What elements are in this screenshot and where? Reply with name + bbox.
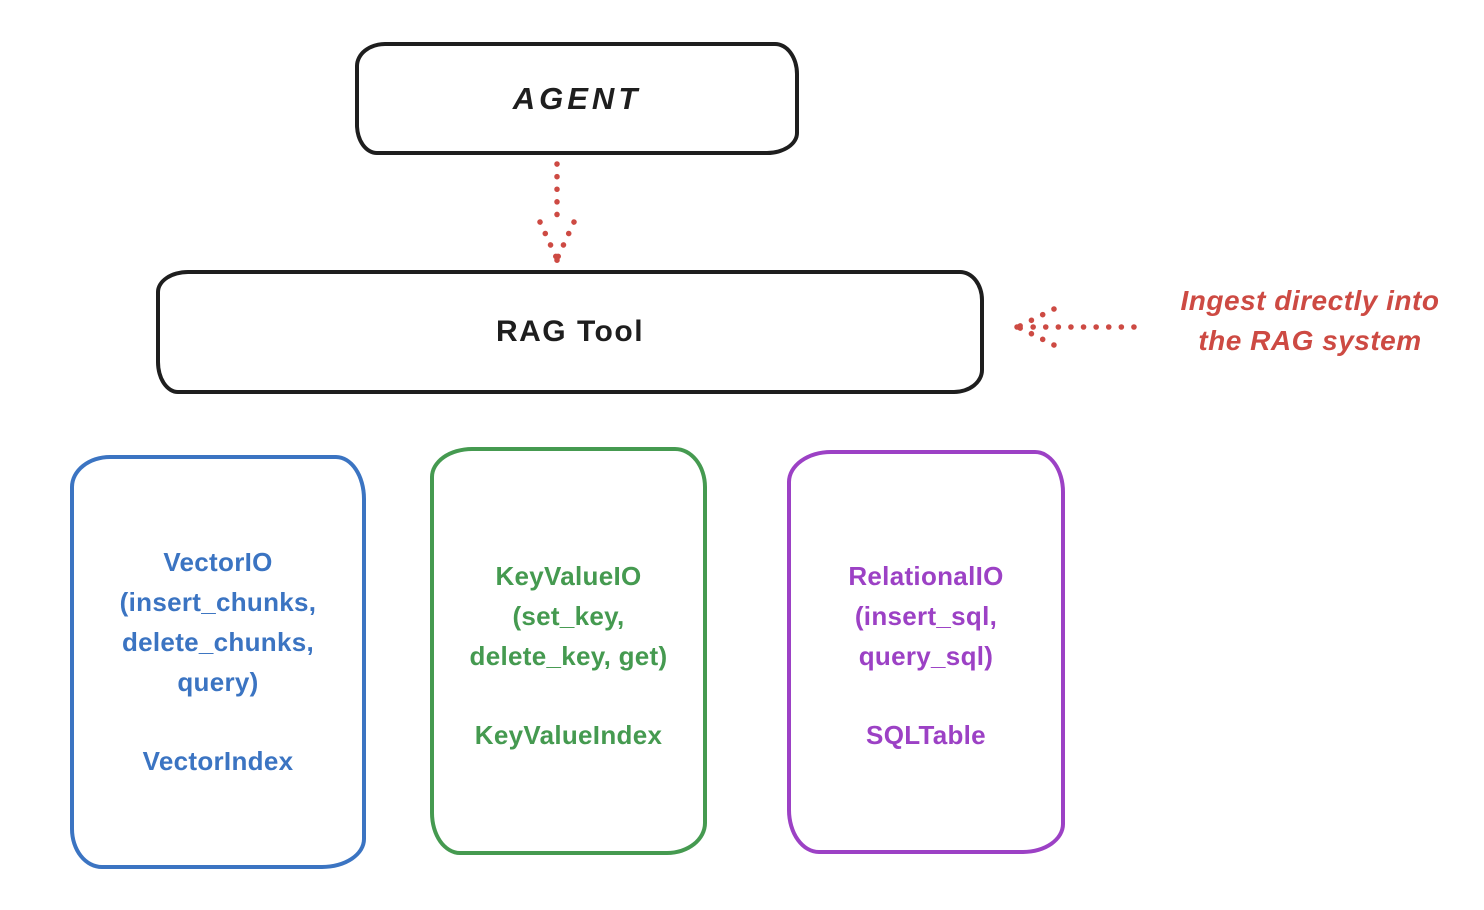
agent-to-rag-arrow-icon [537,161,577,263]
spacer [434,676,703,715]
relational-io-methods-line1: (insert_sql, [854,601,998,631]
spacer [74,702,362,741]
spacer [791,676,1061,715]
ingest-annotation: Ingest directly into the RAG system [1138,281,1482,361]
keyvalue-io-methods-line1: (set_key, [512,601,625,631]
keyvalue-io-title: KeyValueIO [495,561,642,591]
vector-io-methods-line3: query) [177,667,259,697]
vector-io-methods-line2: delete_chunks, [121,627,315,657]
keyvalue-io-box: KeyValueIO (set_key, delete_key, get) Ke… [430,447,707,855]
keyvalue-index-label: KeyValueIndex [474,720,663,750]
relational-io-methods-line2: query_sql) [858,641,994,671]
agent-box: AGENT [355,42,799,155]
ingest-annotation-arrow-icon [1014,306,1137,348]
vector-io-box: VectorIO (insert_chunks, delete_chunks, … [70,455,366,869]
vector-io-title: VectorIO [163,547,273,577]
keyvalue-io-methods-line2: delete_key, get) [469,641,668,671]
relational-io-box: RelationalIO (insert_sql, query_sql) SQL… [787,450,1065,854]
relational-io-title: RelationalIO [848,561,1004,591]
rag-tool-box: RAG Tool [156,270,984,394]
vector-io-methods-line1: (insert_chunks, [119,587,317,617]
ingest-annotation-line1: Ingest directly into [1180,285,1440,316]
sql-table-label: SQLTable [866,720,986,750]
rag-tool-box-label: RAG Tool [495,315,645,348]
agent-box-label: AGENT [512,80,642,116]
vector-index-label: VectorIndex [142,746,294,776]
ingest-annotation-line2: the RAG system [1198,325,1422,356]
